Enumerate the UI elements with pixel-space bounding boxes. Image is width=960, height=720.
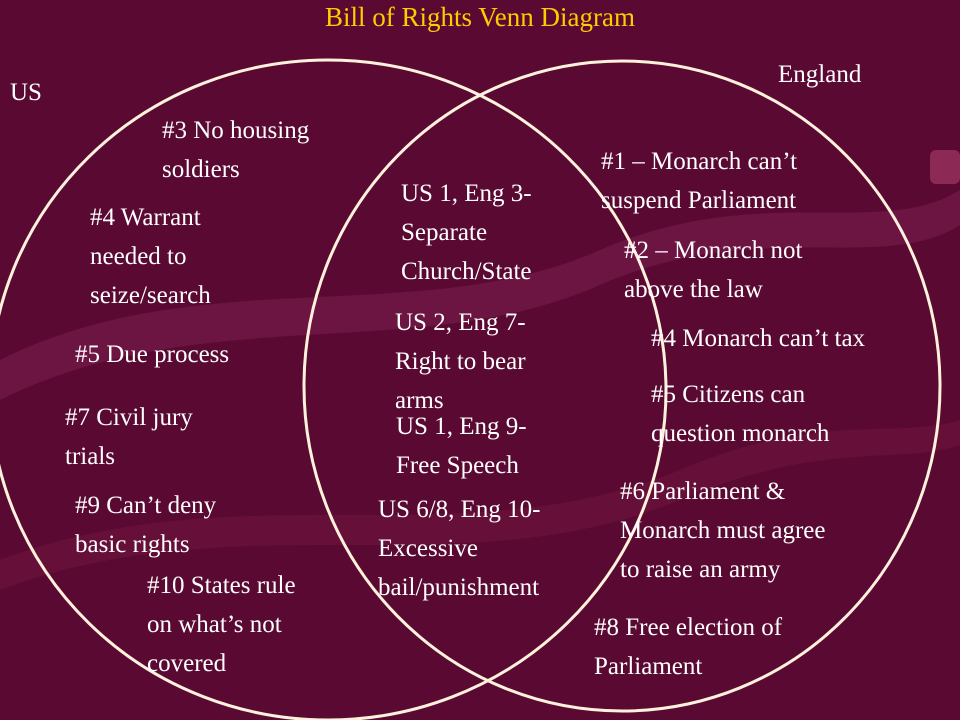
england-item-4: #4 Monarch can’t tax — [651, 325, 866, 352]
diagram-title: Bill of Rights Venn Diagram — [325, 2, 635, 32]
us-circle — [0, 58, 668, 720]
england-circle — [302, 59, 942, 713]
background-tab — [930, 150, 960, 184]
england-label: England — [778, 61, 862, 88]
us-label: US — [10, 79, 42, 106]
background-swoosh — [0, 190, 960, 400]
overlap-item-free-speech: US 1, Eng 9-Free Speech — [396, 413, 527, 479]
background-swoosh — [0, 420, 960, 590]
us-item-5: #5 Due process — [75, 341, 230, 368]
